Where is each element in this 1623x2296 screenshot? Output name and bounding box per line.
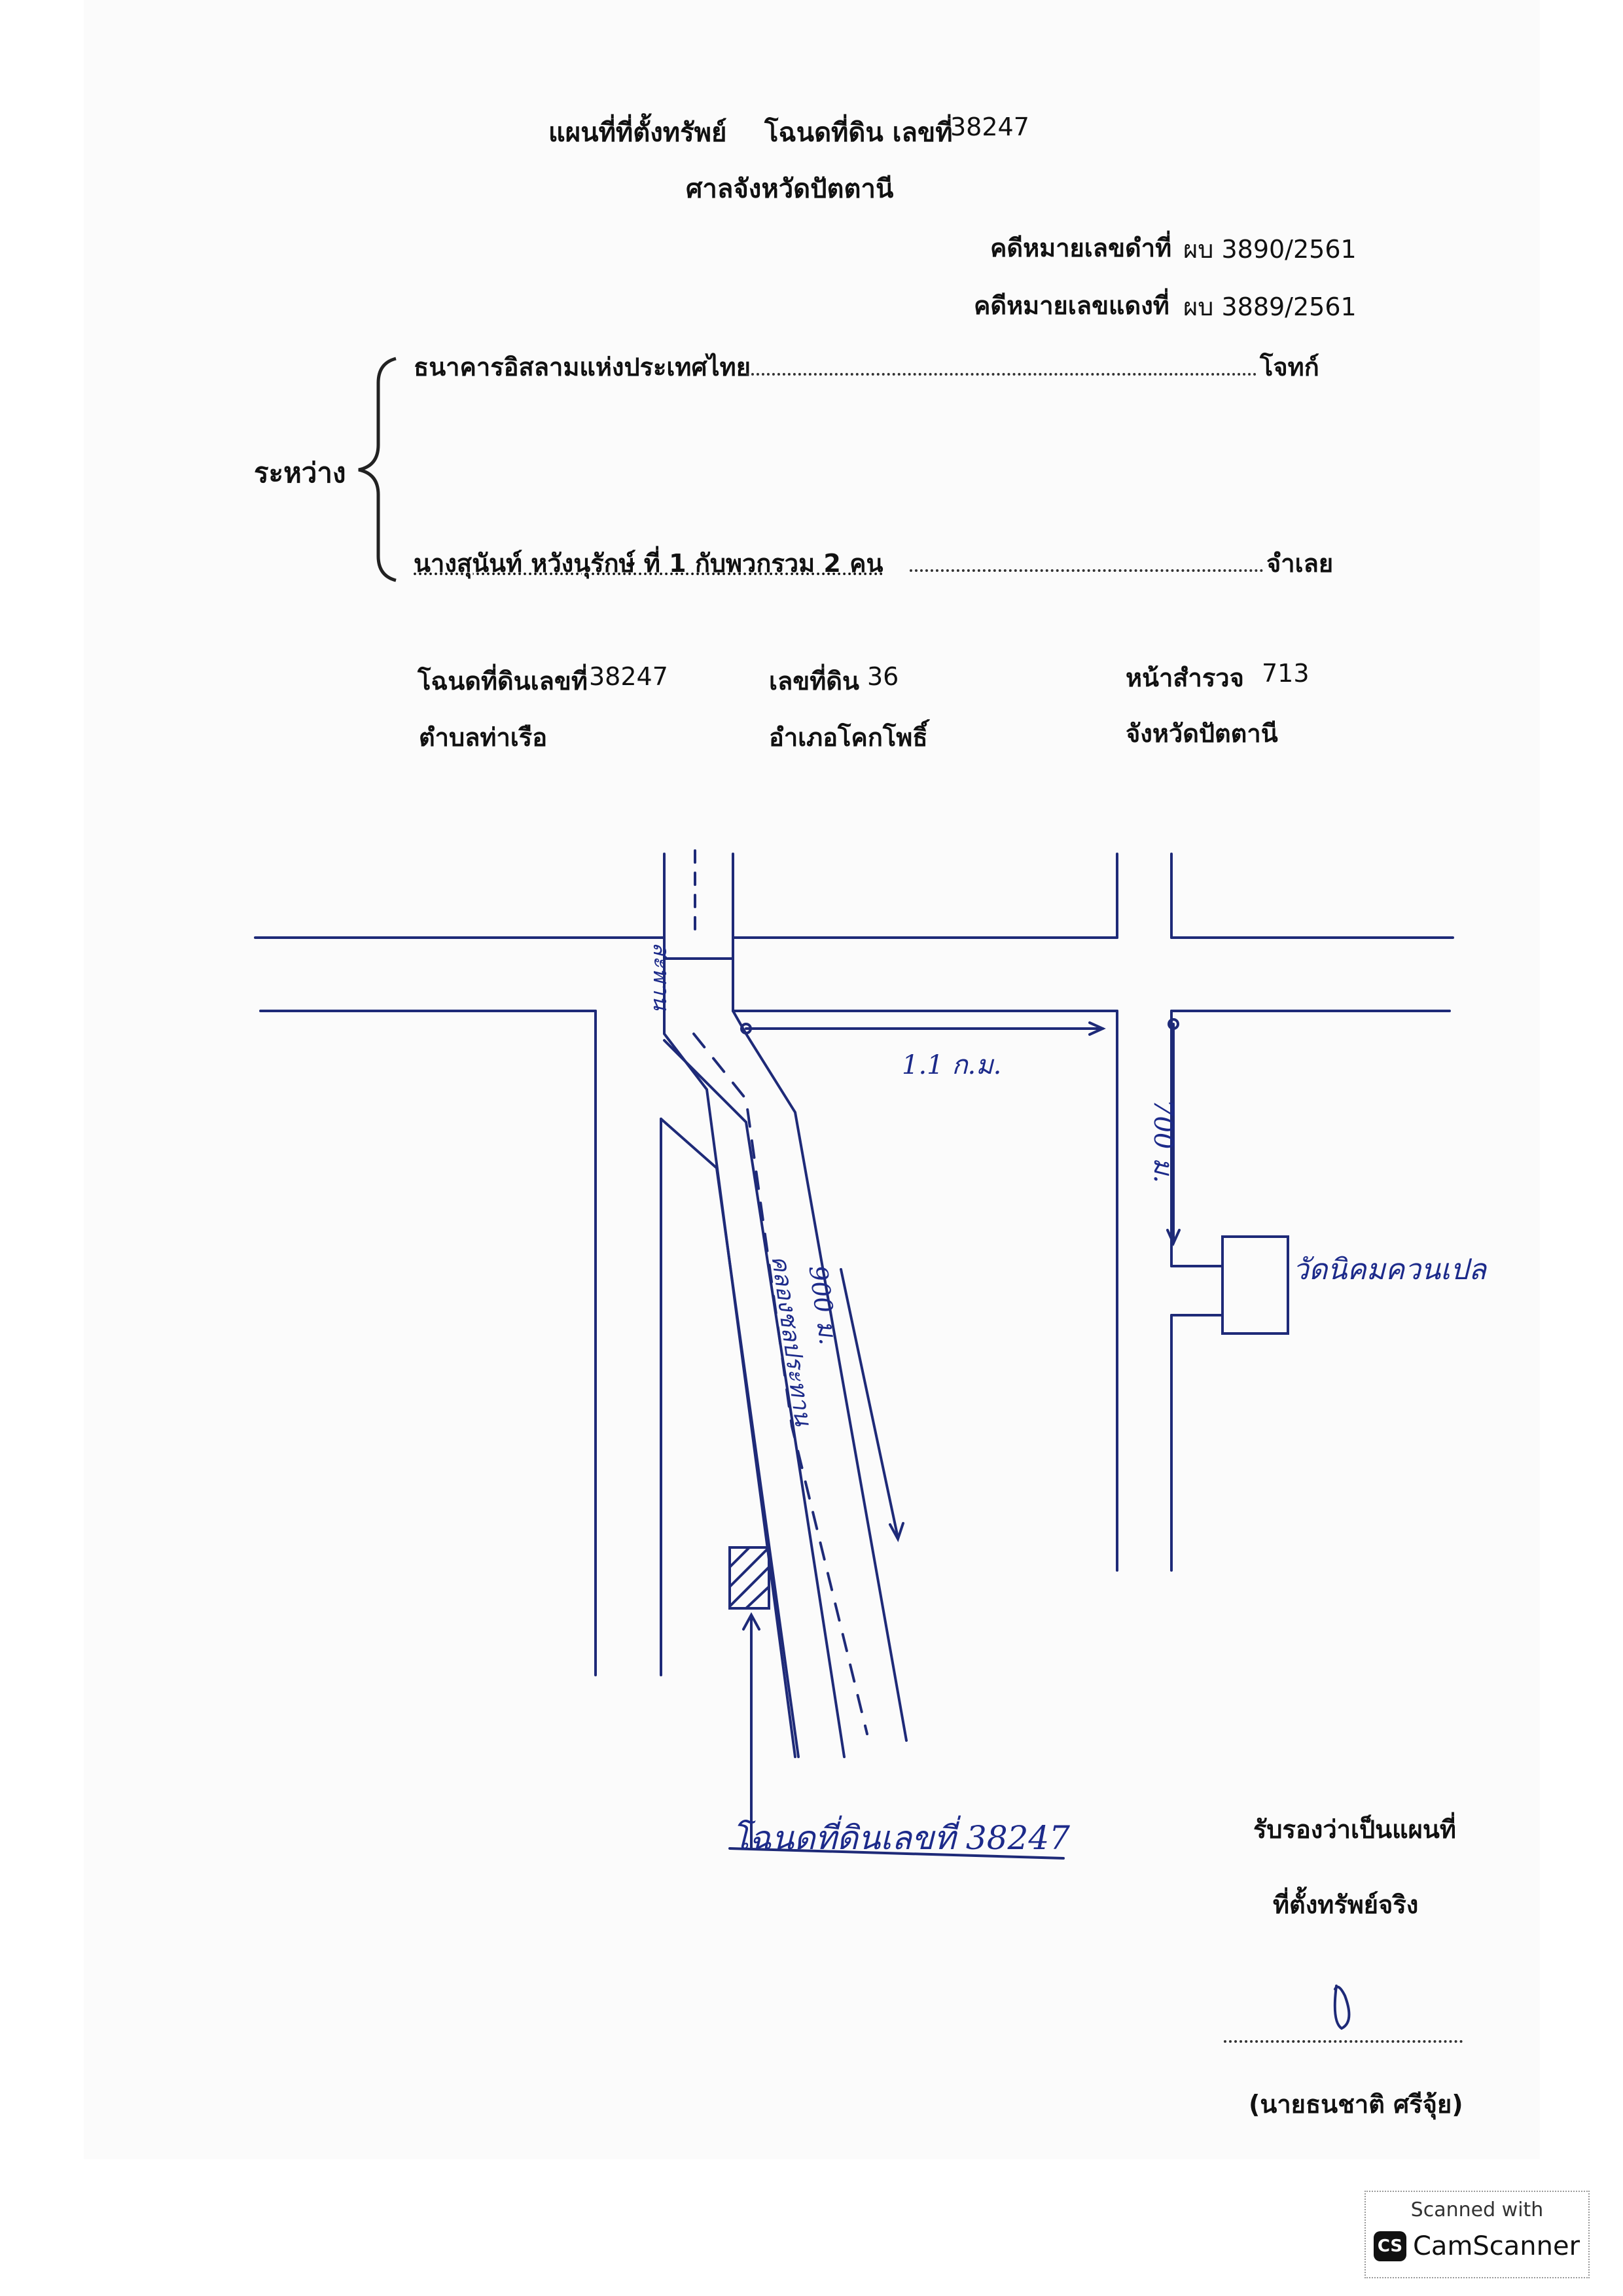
black-case-number: ผบ 3890/2561 [1183, 235, 1357, 264]
scanned-with-text: Scanned with [1410, 2199, 1544, 2221]
court-name: ศาลจังหวัดปัตตานี [686, 174, 894, 204]
certification-line-2: ที่ตั้งทรัพย์จริง [1273, 1890, 1419, 1919]
signature-mark [1333, 1985, 1351, 2030]
plaintiff-dotted-line [746, 373, 1257, 376]
road-edge [663, 1010, 796, 1758]
plot-label: โฉนดที่ดินเลขที่ 38247 [732, 1819, 1070, 1857]
camscanner-watermark: Scanned with CS CamScanner [1364, 2191, 1590, 2278]
plot-hatch [728, 1566, 770, 1608]
distance-right-label: 700 ม. [1148, 1099, 1178, 1184]
arrow-head [1166, 1229, 1181, 1246]
certification-line-1: รับรองว่าเป็นแผนที่ [1253, 1815, 1456, 1844]
between-label: ระหว่าง [254, 457, 346, 489]
bridge-label: สะพาน [648, 942, 674, 1010]
survey-number: 713 [1262, 659, 1310, 688]
temple-box [1221, 1235, 1289, 1335]
plaintiff-name: ธนาคารอิสลามแห่งประเทศไทย [414, 353, 751, 381]
defendant-role: จำเลย [1266, 549, 1334, 578]
plot-arrow-head [742, 1612, 760, 1631]
subdistrict: ตำบลท่าเรือ [419, 723, 548, 752]
signature-dotted-line [1224, 2040, 1463, 2043]
district: อำเภอโคกโพธิ์ [769, 723, 928, 752]
red-case-label: คดีหมายเลขแดงที่ [974, 291, 1169, 320]
land-number-label: เลขที่ดิน [769, 667, 859, 696]
document-page [84, 0, 1540, 2159]
province: จังหวัดปัตตานี [1126, 719, 1278, 748]
canal-edge [732, 1010, 908, 1742]
plaintiff-role: โจทก์ [1260, 353, 1319, 381]
distance-top-label: 1.1 ก.ม. [902, 1050, 1002, 1080]
defendant-name: นางสุนันท์ หวังนุรักษ์ ที่ 1 กับพวกรวม 2… [414, 549, 883, 578]
temple-label: วัดนิคมควนเปล [1293, 1253, 1486, 1286]
arrow-end [740, 1023, 752, 1034]
deed-label: โฉนดที่ดิน เลขที่ [764, 118, 953, 148]
camscanner-logo-icon: CS [1374, 2231, 1406, 2261]
plot-hatch [728, 1546, 751, 1568]
red-case-number: ผบ 3889/2561 [1183, 292, 1357, 321]
plot-hatch [728, 1546, 770, 1588]
arrow-head [1088, 1021, 1106, 1036]
land-number: 36 [867, 662, 899, 691]
defendant-dotted-line [910, 569, 1263, 572]
land-deed-number: 38247 [589, 662, 668, 691]
land-deed-label: โฉนดที่ดินเลขที่ [418, 667, 588, 696]
canal-edge [663, 1039, 846, 1758]
black-case-label: คดีหมายเลขดำที่ [990, 234, 1172, 262]
arrow-head [889, 1522, 904, 1542]
canal-centerline [692, 1033, 868, 1735]
plot-label-underline [728, 1847, 1065, 1860]
road-edge [660, 1118, 800, 1758]
arrow-end [1168, 1018, 1179, 1030]
signer-name: (นายธนชาติ ศรีจุ้ย) [1249, 2090, 1463, 2119]
plot-hatch [745, 1585, 770, 1610]
survey-label: หน้าสำรวจ [1126, 663, 1244, 692]
camscanner-brand: CamScanner [1413, 2231, 1580, 2261]
distance-arrow-canal [840, 1268, 899, 1539]
document-title: แผนที่ที่ตั้งทรัพย์ [548, 118, 727, 148]
deed-number: 38247 [950, 113, 1029, 141]
